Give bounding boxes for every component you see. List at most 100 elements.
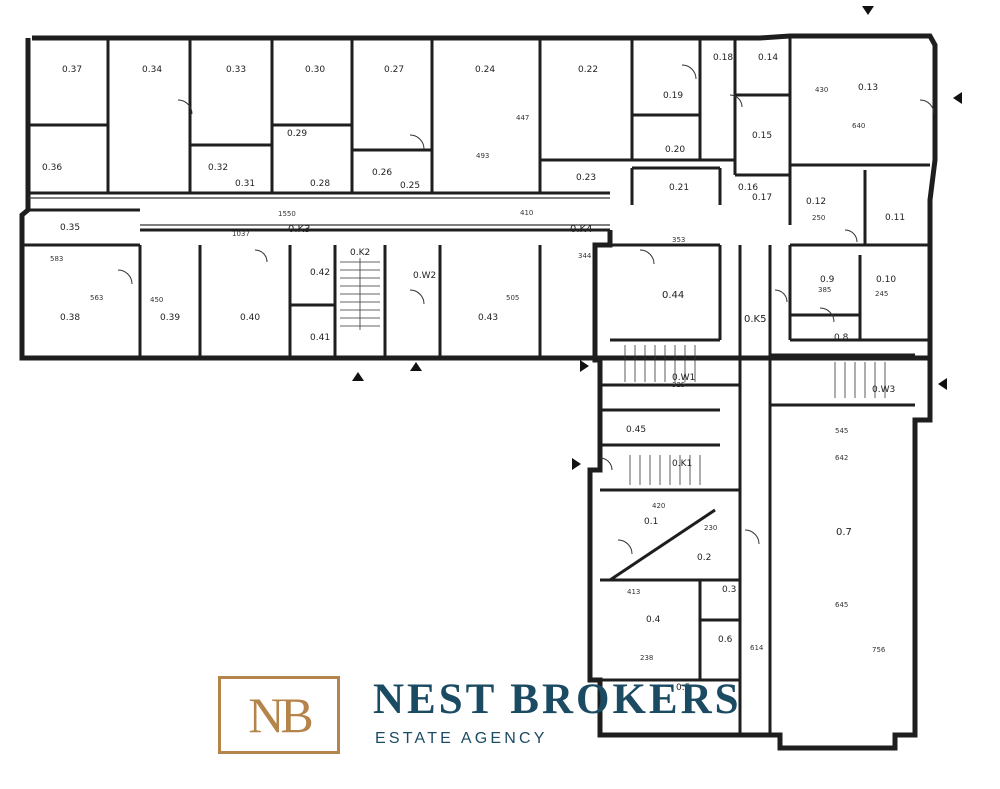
top-wing-walls [19, 33, 938, 361]
room-label: 0.9 [820, 275, 835, 285]
room-label: 0.25 [400, 181, 420, 191]
room-label: 0.32 [208, 163, 228, 173]
entrance-arrow-right-2 [938, 378, 947, 390]
entrance-arrow-left-2 [572, 458, 581, 470]
room-label: 0.30 [305, 65, 325, 75]
room-label: 0.40 [240, 313, 260, 323]
dimension-label: 230 [704, 524, 717, 532]
room-label: 0.29 [287, 129, 307, 139]
room-label: 0.26 [372, 168, 392, 178]
room-label: 0.8 [834, 333, 849, 343]
room-label: 0.42 [310, 268, 330, 278]
room-label: 0.22 [578, 65, 598, 75]
room-label: 0.44 [662, 290, 684, 301]
top-row-partitions [28, 36, 930, 225]
stairs-right-wing [624, 345, 886, 485]
dimension-label: 238 [640, 654, 653, 662]
dimension-label: 353 [672, 236, 685, 244]
room-label: 0.7 [836, 527, 852, 538]
room-labels: 0.37 0.34 0.33 0.30 0.27 0.24 0.22 0.19 … [42, 53, 905, 693]
room-label: 0.3 [722, 585, 736, 595]
room-label: 0.12 [806, 197, 826, 207]
room-label: 0.18 [713, 53, 733, 63]
room-label: 0.K5 [744, 314, 766, 325]
room-label: 0.6 [718, 635, 733, 645]
room-label: 0.21 [669, 183, 689, 193]
dimension-label: 614 [750, 644, 764, 652]
dimension-label: 645 [835, 601, 848, 609]
dimension-label: 447 [516, 114, 529, 122]
brand-logo: NB NEST BROKERS ESTATE AGENCY [218, 676, 778, 758]
room-label: 0.41 [310, 333, 330, 343]
room-label: 0.17 [752, 193, 772, 203]
door-swings [117, 64, 935, 555]
dimension-label: 642 [835, 454, 848, 462]
entrance-arrows [352, 6, 962, 470]
brand-name: NEST BROKERS [373, 676, 742, 723]
dimension-label: 545 [835, 427, 848, 435]
room-label: 0.K2 [350, 248, 370, 258]
room-label: 0.W2 [413, 271, 436, 281]
room-label: 0.36 [42, 163, 62, 173]
right-wing-walls [587, 230, 933, 751]
dimension-label: 245 [875, 290, 888, 298]
room-label: 0.13 [858, 83, 878, 93]
room-label: 0.K3 [288, 224, 310, 235]
room-label: 0.14 [758, 53, 778, 63]
dimension-label: 344 [578, 252, 592, 260]
room-label: 0.16 [738, 183, 758, 193]
room-label: 0.K1 [672, 459, 692, 469]
dimension-label: 1037 [232, 230, 250, 238]
dimension-label: 756 [872, 646, 886, 654]
room-label: 0.37 [62, 65, 82, 75]
room-label: 0.5 [676, 683, 690, 693]
dimension-label: 450 [150, 296, 163, 304]
room-label: 0.1 [644, 517, 658, 527]
dimension-label: 410 [520, 209, 533, 217]
room-label: 0.15 [752, 131, 772, 141]
dimension-label: 583 [50, 255, 63, 263]
brand-tagline: ESTATE AGENCY [375, 730, 548, 747]
room-label: 0.34 [142, 65, 162, 75]
room-label: 0.K4 [570, 224, 592, 235]
dimension-label: 325 [672, 381, 685, 389]
right-block-walls [788, 170, 930, 342]
dimension-label: 1550 [278, 210, 296, 218]
entrance-arrow-top [862, 6, 874, 15]
entrance-arrow-bottom-1 [352, 372, 364, 381]
dimension-label: 505 [506, 294, 519, 302]
stairs-k2 [340, 258, 380, 330]
room-label: 0.27 [384, 65, 404, 75]
room-label: 0.31 [235, 179, 255, 189]
dimension-label: 420 [652, 502, 665, 510]
dimension-label: 430 [815, 86, 828, 94]
room-label: 0.10 [876, 275, 896, 285]
room-label: 0.33 [226, 65, 246, 75]
room-label: 0.2 [697, 553, 711, 563]
room-label: 0.23 [576, 173, 596, 183]
brand-monogram: NB [248, 687, 313, 743]
dimension-label: 413 [627, 588, 640, 596]
dimension-labels: 1550 1037 344 353 642 645 420 413 493 44… [50, 86, 888, 662]
room-label: 0.11 [885, 213, 905, 223]
dimension-label: 385 [818, 286, 831, 294]
bottom-row-partitions [138, 245, 542, 358]
room-label: 0.19 [663, 91, 683, 101]
room-label: 0.28 [310, 179, 330, 189]
entrance-arrow-bottom-2 [410, 362, 422, 371]
room-label: 0.W3 [872, 385, 895, 395]
dimension-label: 640 [852, 122, 865, 130]
dimension-label: 563 [90, 294, 103, 302]
room-label: 0.24 [475, 65, 495, 75]
room-label: 0.4 [646, 615, 661, 625]
room-label: 0.W1 [672, 373, 695, 383]
room-label: 0.20 [665, 145, 685, 155]
entrance-arrow-left-1 [580, 360, 589, 372]
dimension-label: 250 [812, 214, 825, 222]
room-label: 0.39 [160, 313, 180, 323]
entrance-arrow-right-1 [953, 92, 962, 104]
dimension-label: 493 [476, 152, 489, 160]
brand-monogram-box: NB [218, 676, 340, 754]
room-label: 0.43 [478, 313, 498, 323]
